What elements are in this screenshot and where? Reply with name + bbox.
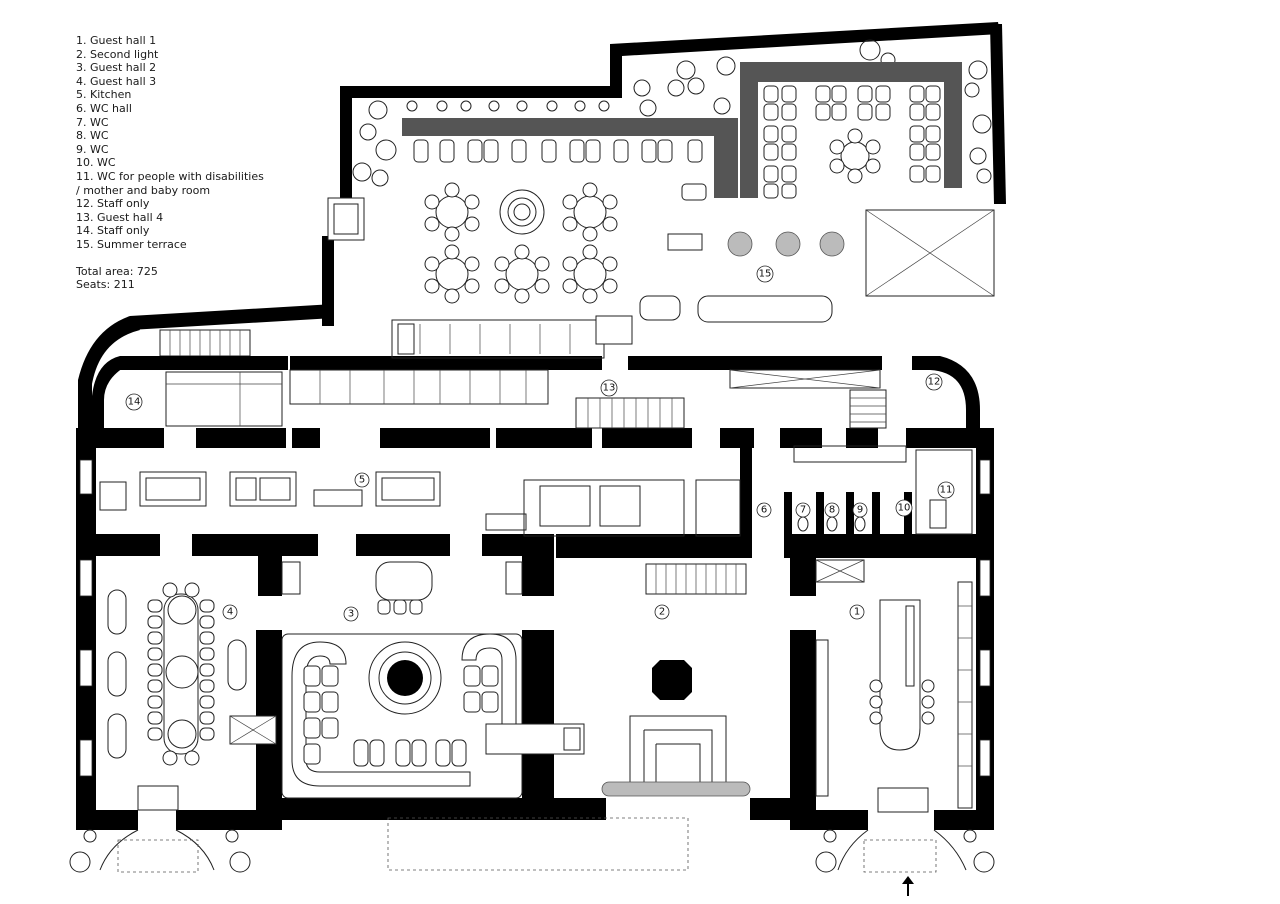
legend-item: 13. Guest hall 4 — [76, 210, 164, 224]
legend-item: 14. Staff only — [76, 224, 150, 238]
room-label-6: 6 — [756, 502, 772, 518]
legend-item: 11. WC for people with disabilities — [76, 169, 264, 183]
svg-text:5: 5 — [359, 475, 365, 486]
storage-racks — [729, 369, 881, 583]
room-label-5: 5 — [354, 472, 370, 488]
legend-item: 15. Summer terrace — [76, 237, 187, 251]
hall-second-light — [601, 660, 751, 797]
terrace-plants — [352, 39, 992, 187]
room-label-9: 9 — [852, 502, 868, 518]
room-label-10: 10 — [895, 499, 913, 517]
legend-item: 12. Staff only — [76, 197, 150, 211]
room-label-14: 14 — [125, 393, 143, 411]
terrace-lounge — [639, 209, 995, 323]
svg-text:2: 2 — [659, 607, 665, 618]
svg-text:7: 7 — [800, 505, 806, 516]
entrances — [69, 817, 995, 896]
svg-text:4: 4 — [227, 607, 233, 618]
stair-second-light — [281, 561, 747, 595]
stair-13 — [575, 389, 887, 429]
svg-text:3: 3 — [348, 609, 354, 620]
room-labels: 1 2 3 4 5 6 7 8 9 10 11 12 13 14 15 — [125, 265, 955, 622]
hall-2-furniture — [281, 561, 585, 799]
svg-text:11: 11 — [940, 485, 953, 496]
legend-item: 7. WC — [76, 115, 109, 129]
room-label-12: 12 — [925, 373, 943, 391]
room-label-11: 11 — [937, 481, 955, 499]
svg-text:6: 6 — [761, 505, 767, 516]
svg-text:14: 14 — [128, 397, 141, 408]
total-area: Total area: 725 — [76, 264, 158, 278]
plan-legend: 1. Guest hall 1 2. Second light 3. Guest… — [76, 34, 336, 292]
terrace-round-tables — [424, 128, 881, 304]
svg-text:12: 12 — [928, 377, 941, 388]
room-label-3: 3 — [343, 606, 359, 622]
hall-3-furniture — [107, 582, 277, 811]
room-label-2: 2 — [654, 604, 670, 620]
legend-item: 9. WC — [76, 142, 109, 156]
terrace-stair-left — [159, 329, 251, 357]
room-label-8: 8 — [824, 502, 840, 518]
svg-text:8: 8 — [829, 505, 835, 516]
kitchen-equipment — [99, 471, 741, 537]
legend-item: 1. Guest hall 1 — [76, 34, 157, 47]
svg-text:10: 10 — [898, 503, 911, 514]
room-label-15: 15 — [756, 265, 774, 283]
room-label-4: 4 — [222, 604, 238, 620]
legend-item: 2. Second light — [76, 47, 159, 61]
svg-text:1: 1 — [854, 607, 860, 618]
terrace-booth-seats — [763, 85, 941, 199]
legend-item: / mother and baby room — [76, 183, 211, 197]
hall-1-bar — [815, 581, 973, 813]
room-label-1: 1 — [849, 604, 865, 620]
main-building-walls — [76, 356, 994, 830]
legend-item: 5. Kitchen — [76, 88, 132, 102]
legend-item: 4. Guest hall 3 — [76, 74, 157, 88]
legend-item: 3. Guest hall 2 — [76, 61, 157, 75]
legend-item: 6. WC hall — [76, 101, 132, 115]
corridor-upper — [165, 315, 633, 427]
svg-text:13: 13 — [603, 383, 616, 394]
room-label-13: 13 — [600, 379, 618, 397]
svg-text:9: 9 — [857, 505, 863, 516]
terrace-bench-seats — [413, 139, 707, 201]
svg-text:15: 15 — [759, 269, 772, 280]
legend-item: 8. WC — [76, 129, 109, 143]
terrace-benches — [402, 62, 962, 198]
terrace-outer-wall — [78, 22, 1006, 432]
legend-item: 10. WC — [76, 156, 116, 170]
room-label-7: 7 — [795, 502, 811, 518]
seat-count: Seats: 211 — [76, 278, 135, 292]
